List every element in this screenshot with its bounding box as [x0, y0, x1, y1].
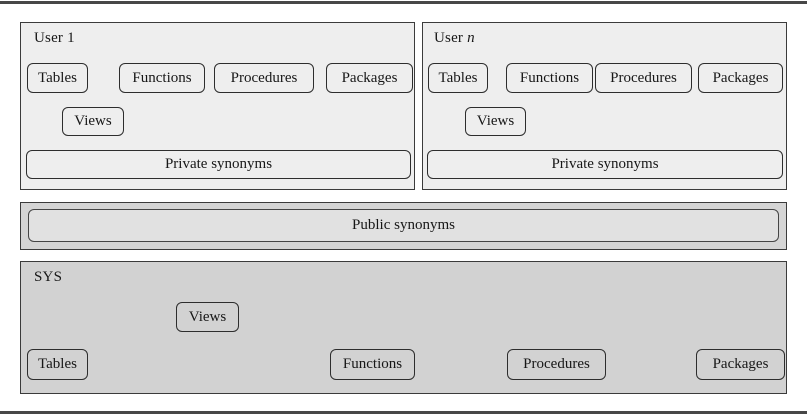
sys-panel-title: SYS — [34, 269, 63, 285]
user-n-views-box: Views — [465, 107, 526, 136]
sys-schema-panel: SYS Views Tables Functions Procedures Pa… — [20, 261, 787, 394]
sys-packages-box: Packages — [696, 349, 785, 380]
user1-schema-panel: User 1 Tables Functions Procedures Packa… — [20, 22, 415, 190]
user-n-packages-box: Packages — [698, 63, 783, 93]
user-n-procedures-box: Procedures — [595, 63, 692, 93]
user-n-private-synonyms-box: Private synonyms — [427, 150, 783, 179]
user-n-panel-title: User n — [434, 30, 475, 47]
user-n-title-prefix: User — [434, 30, 464, 46]
public-synonyms-box: Public synonyms — [28, 209, 779, 242]
user-n-schema-panel: User n Tables Functions Procedures Packa… — [422, 22, 787, 190]
user1-views-box: Views — [62, 107, 124, 136]
user1-functions-box: Functions — [119, 63, 205, 93]
bottom-rule-divider — [0, 411, 807, 414]
public-synonyms-band: Public synonyms — [20, 202, 787, 250]
user1-packages-box: Packages — [326, 63, 413, 93]
top-rule-divider — [0, 1, 807, 4]
user1-private-synonyms-box: Private synonyms — [26, 150, 411, 179]
sys-tables-box: Tables — [27, 349, 88, 380]
user-n-title-variable: n — [467, 30, 475, 46]
user1-panel-title: User 1 — [34, 30, 75, 46]
sys-procedures-box: Procedures — [507, 349, 606, 380]
user-n-tables-box: Tables — [428, 63, 488, 93]
sys-functions-box: Functions — [330, 349, 415, 380]
user1-procedures-box: Procedures — [214, 63, 314, 93]
user1-tables-box: Tables — [27, 63, 88, 93]
user-n-functions-box: Functions — [506, 63, 593, 93]
sys-views-box: Views — [176, 302, 239, 332]
